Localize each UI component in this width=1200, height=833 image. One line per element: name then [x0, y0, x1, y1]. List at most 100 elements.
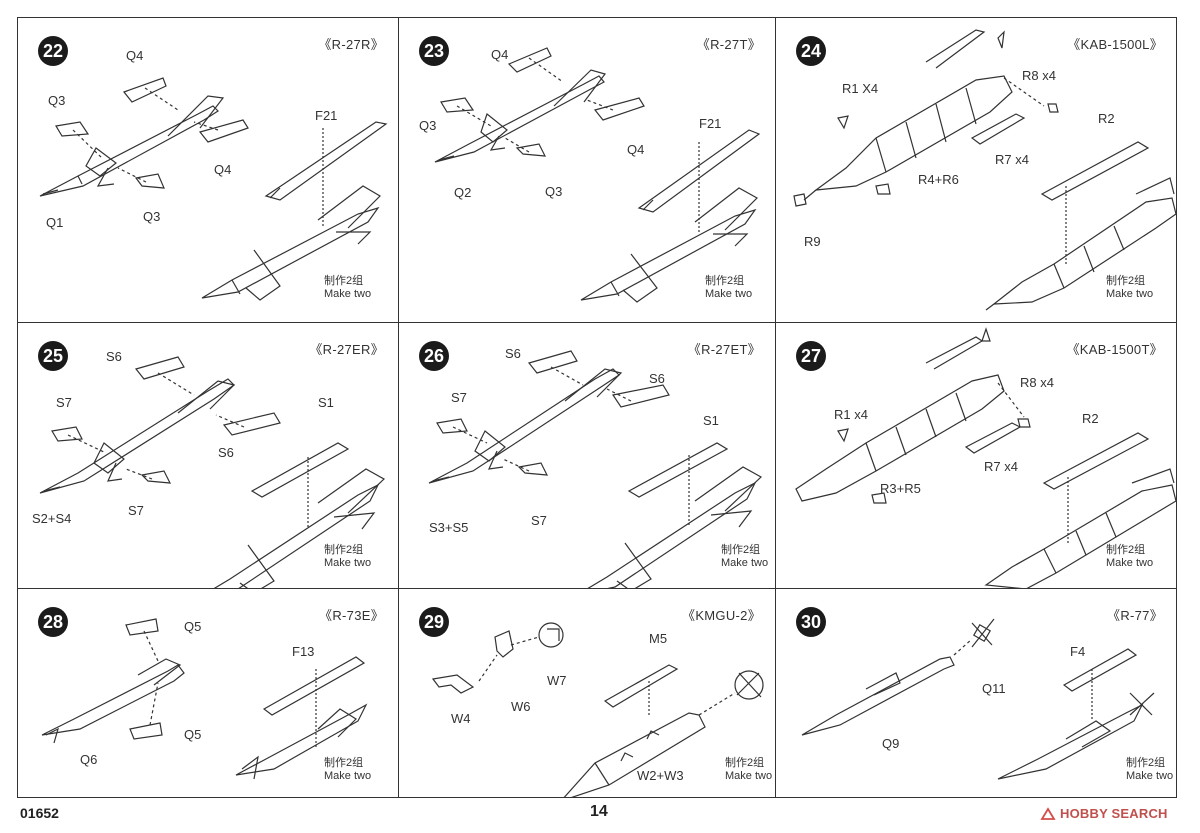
grid-divider: [18, 588, 1176, 589]
make-two-note: 制作2组 Make two: [324, 757, 371, 783]
part-label: W6: [511, 699, 531, 714]
step-number-badge: 22: [38, 36, 68, 66]
watermark: HOBBY SEARCH: [1040, 806, 1168, 821]
panel-title: 《R-77》: [1107, 608, 1163, 623]
part-label: Q3: [48, 93, 66, 108]
panel-title: 《KMGU-2》: [682, 608, 761, 623]
step-number-badge: 29: [419, 607, 449, 637]
step-24-panel: 24 《KAB-1500L》 R1 X4 R8 x4 R4+R6 R7 x4 R…: [776, 18, 1177, 322]
step-number-badge: 30: [796, 607, 826, 637]
part-label: W7: [547, 673, 567, 688]
part-label: Q3: [545, 184, 563, 199]
panel-title: 《R-27ET》: [687, 342, 761, 357]
part-label: Q11: [982, 681, 1006, 696]
r-27r-missile-drawing: [39, 77, 388, 301]
part-label: Q4: [214, 162, 232, 177]
part-label: R9: [804, 234, 821, 249]
panel-title: 《R-27ER》: [309, 342, 384, 357]
part-label: R1 x4: [834, 407, 868, 422]
make-two-note: 制作2组 Make two: [1126, 757, 1173, 783]
part-label: F13: [292, 644, 315, 659]
part-label: R8 x4: [1020, 375, 1054, 390]
note-english: Make two: [324, 557, 372, 569]
kmgu-2-pod-drawing: [431, 622, 764, 797]
r-77-missile-drawing: [801, 618, 1155, 780]
part-label: Q3: [419, 118, 437, 133]
part-label: Q4: [126, 48, 144, 63]
part-label: S1: [318, 395, 334, 410]
step-number-badge: 27: [796, 341, 826, 371]
part-label: F21: [699, 116, 722, 131]
step-22-panel: 22 《R-27R》 Q4 Q3 Q4 Q1 Q3 F21 制作2组 Make …: [18, 18, 398, 322]
panel-title: 《KAB-1500T》: [1066, 342, 1163, 357]
part-label: F4: [1070, 644, 1086, 659]
part-label: R2: [1098, 111, 1115, 126]
step-27-panel: 27 《KAB-1500T》 R8 x4 R1 x4 R3+R5 R7 x4 R…: [776, 323, 1177, 588]
note-chinese: 制作2组: [1126, 757, 1166, 769]
r-27et-missile-drawing: [428, 350, 763, 588]
part-label: S3+S5: [429, 520, 469, 535]
make-two-note: 制作2组 Make two: [324, 275, 371, 301]
part-label: W2+W3: [637, 768, 684, 783]
instruction-grid: 22 《R-27R》 Q4 Q3 Q4 Q1 Q3 F21 制作2组 Make …: [17, 17, 1177, 798]
panel-title: 《R-27T》: [696, 37, 761, 52]
make-two-note: 制作2组 Make two: [1106, 544, 1153, 570]
note-chinese: 制作2组: [725, 757, 765, 769]
part-label: S6: [505, 346, 521, 361]
part-label: Q6: [80, 752, 98, 767]
note-english: Make two: [324, 288, 372, 300]
hobby-search-logo-icon: [1040, 807, 1056, 820]
make-two-note: 制作2组 Make two: [705, 275, 752, 301]
part-label: Q5: [184, 619, 202, 634]
part-label: R2: [1082, 411, 1099, 426]
note-chinese: 制作2组: [324, 544, 364, 556]
make-two-note: 制作2组 Make two: [324, 544, 371, 570]
r-27er-missile-drawing: [39, 356, 386, 588]
part-label: Q1: [46, 215, 64, 230]
panel-title: 《KAB-1500L》: [1067, 37, 1163, 52]
step-number-badge: 24: [796, 36, 826, 66]
part-label: S1: [703, 413, 719, 428]
panel-title: 《R-73E》: [319, 608, 384, 623]
step-number-badge: 25: [38, 341, 68, 371]
part-label: Q5: [184, 727, 202, 742]
note-english: Make two: [324, 770, 372, 782]
note-english: Make two: [1106, 288, 1154, 300]
part-label: F21: [315, 108, 338, 123]
note-english: Make two: [1126, 770, 1174, 782]
note-english: Make two: [1106, 557, 1154, 569]
part-label: R7 x4: [995, 152, 1029, 167]
r-73e-missile-drawing: [41, 618, 368, 780]
step-number-badge: 28: [38, 607, 68, 637]
grid-divider: [775, 18, 776, 797]
product-code: 01652: [20, 805, 59, 821]
part-label: Q9: [882, 736, 900, 751]
grid-divider: [398, 18, 399, 797]
part-label: S7: [531, 513, 547, 528]
part-label: Q3: [143, 209, 161, 224]
part-label: S6: [106, 349, 122, 364]
note-english: Make two: [721, 557, 769, 569]
part-label: M5: [649, 631, 668, 646]
part-label: Q4: [491, 47, 509, 62]
part-label: S7: [56, 395, 72, 410]
grid-divider: [18, 322, 1176, 323]
note-chinese: 制作2组: [721, 544, 761, 556]
note-chinese: 制作2组: [705, 275, 745, 287]
step-29-panel: 29 《KMGU-2》 M5 W7 W6 W4 W2+W3 制作2组 Make …: [399, 589, 775, 797]
r-27t-missile-drawing: [434, 47, 761, 303]
part-label: S6: [649, 371, 665, 386]
part-label: Q2: [454, 185, 472, 200]
part-label: R7 x4: [984, 459, 1018, 474]
part-label: W4: [451, 711, 471, 726]
part-label: S7: [128, 503, 144, 518]
part-label: R1 X4: [842, 81, 879, 96]
make-two-note: 制作2组 Make two: [725, 757, 772, 783]
part-label: Q4: [627, 142, 645, 157]
make-two-note: 制作2组 Make two: [1106, 275, 1153, 301]
note-chinese: 制作2组: [324, 275, 364, 287]
part-label: S7: [451, 390, 467, 405]
step-25-panel: 25 《R-27ER》 S6 S7 S6 S2+S4 S7 S1 制作2组 Ma…: [18, 323, 398, 588]
kab-1500t-bomb-drawing: [795, 327, 1177, 588]
watermark-text: HOBBY SEARCH: [1060, 806, 1168, 821]
